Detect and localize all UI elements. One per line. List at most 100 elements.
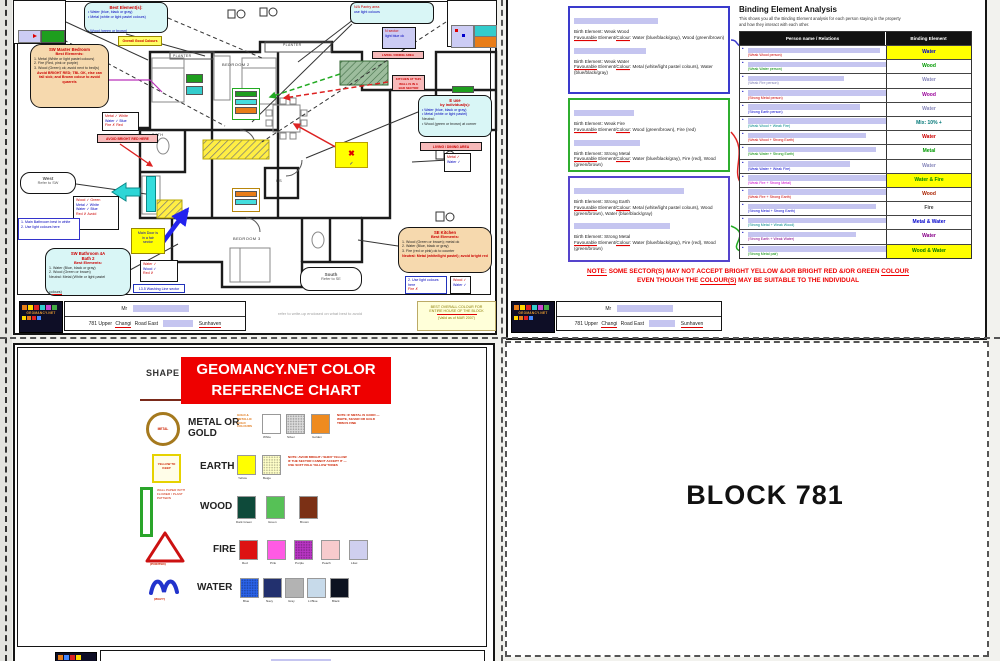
callout-warning: Neutral: Metal (white/light pastel); avo… [402,253,488,258]
table-row: •(Weak Wood + Weak Fire)Mix: 10% + [740,115,971,131]
compass-legend-box-2 [447,0,497,48]
redacted-unit [649,320,676,328]
footer-gray-note: refer to write-up enclosed on what best … [278,311,363,316]
table-header-row: Person name / Relations Binding Element [740,32,971,45]
room-label-bedroom2: BEDROOM 2 [222,62,250,67]
fav-colours: Water (blue/black/gray), Fire (red), Woo… [574,240,716,251]
link-green [730,225,741,252]
stamp-box: BEST OVERALL COLOUR FOR ENTIRE HOUSE OF … [417,301,496,331]
swatch-label: Silver [287,435,295,439]
mini-legend-2: Wood ✓ Green Metal ✓ White Water ✓ Blue … [73,196,119,230]
address-box: Mr 781 Upper Changi Road East Sunhaven [64,301,246,331]
sep: : [629,64,632,70]
legend-line: Water ✓ Blue [105,118,127,123]
green-swatch [41,30,65,43]
chart-title-banner: GEOMANCY.NET COLOR REFERENCE CHART [181,357,391,404]
pink-tag-1: AVOID BRIGHT RED HERE [97,134,158,143]
earth-square-icon: YELLOW TO KEEP [152,454,181,483]
legend-line: Water ✓ [143,262,157,266]
birth-element-block-3: Birth Element: Strong Earth Favourable E… [568,176,730,262]
water-shape-note: (WAVY) [154,597,165,601]
birth-label: Birth Element: [574,150,603,156]
address-box: Mr 781 Upper Changi Road East Sunhaven [556,301,722,331]
orange-quadrant [474,36,497,48]
table-row: •(Weak Water + Strong Earth)Metal [740,144,971,159]
callout-line: 3. Fire (red or pink) ok to counter [402,248,455,253]
birth-strength: Weak Wood [604,29,629,34]
legend-line: Metal ✓ White [76,202,99,207]
tag-line: Main Door is [137,231,159,235]
table-row: •(Strong Earth person)Water [740,101,971,116]
swatch-label: Lilac [351,561,358,565]
address-row: 781 Upper Changi Road East Sunhaven [557,317,721,331]
colour-label: Colour [616,240,630,246]
cyan-bar [146,176,156,212]
color-swatch [286,414,305,434]
callout-title: SE Kitchen [433,230,457,235]
colour-label: Colour [616,126,630,132]
plan-swatch-orange [235,107,257,114]
binding-value: Wood [886,88,971,102]
sep: : [629,240,632,246]
fav-mid: Element/ [596,240,617,246]
link-red [730,131,741,183]
geomancy-logo-partial [55,652,97,661]
tag-line: sector [143,240,153,245]
birth-element-block-2: Birth Element: Weak Fire Favourable Elem… [568,98,730,172]
tag-line: in a fair [142,235,154,240]
fav-label: Favourable [574,126,597,132]
floorplan-frame [17,1,491,295]
metal-pre-note: GOLD & METALLIC GOLD COLOURS [237,413,252,429]
west-label: West Refer to SW [20,172,76,194]
swatch-label: Red [242,561,248,565]
redacted-name [271,658,331,661]
fav-colours: Water (blue/black/gray), Wood (green/bro… [632,34,725,40]
callout-title: E use [449,98,461,103]
row-label-earth: EARTH [200,461,235,472]
color-swatch [240,578,259,598]
birth-label: Birth Element: [574,58,603,64]
plan-swatch-cyan [235,199,257,205]
yellow-x-box: ✖ ✓ [335,142,368,168]
swatch-label: Peach [322,561,331,565]
color-swatch [321,540,340,560]
note-line: N sector: [385,29,400,33]
legend-line: Wood ✓ Green [76,198,101,202]
tag-text: Overall Good Colours [122,39,158,43]
fav-colours: Metal (white/light pastel colours), Wate… [574,64,713,76]
redacted-name [574,139,640,146]
stamp-line: ENTIRE HOUSE OF THE BLOCK [429,309,484,313]
lavender-swatch [18,30,41,43]
birth-strength: Strong Metal [604,234,631,240]
binding-value: Water [886,159,971,173]
color-swatch [263,578,282,598]
color-swatch [299,496,318,519]
table-row: •(Strong Metal + Strong Earth)Fire [740,201,971,216]
plan-swatch-cyan [186,86,203,95]
binding-value: Mix: 10% + [886,116,971,131]
cyan-arrow [111,182,141,202]
legend-line: Red ✗ Avoid [76,211,97,216]
callout-east: E use by individual(s): • Water (blue, b… [418,95,492,137]
redacted-name [132,305,189,313]
table-row: •(Weak Wood person)Water [740,45,971,60]
swatch-label: Green [268,520,277,524]
callout-line: Neutral: Metal (White or light pastel [49,274,106,279]
row-label-fire: FIRE [213,544,236,555]
redacted-name [574,223,670,230]
birth-label: Birth Element: [574,121,603,126]
callout-subtitle: Best Elements: [73,260,103,265]
tag-line: KITCHEN AT THIS [395,77,422,81]
shape-inner-text: METAL [157,427,169,431]
birth-strength: Strong Metal [604,150,631,156]
lavender-note: N sector: light blue ok [382,27,416,49]
swatch-label: Blue [243,599,250,603]
plan-swatch-cyan [235,99,257,105]
swatch-label: Navy [266,599,274,603]
callout-subtitle: by individual(s): [440,102,470,107]
colour-label: Colour [616,204,630,210]
color-swatch [307,578,326,598]
binding-value: Water [886,131,971,145]
callout-title: Best Element(s): [109,5,143,10]
color-swatch [311,414,330,434]
